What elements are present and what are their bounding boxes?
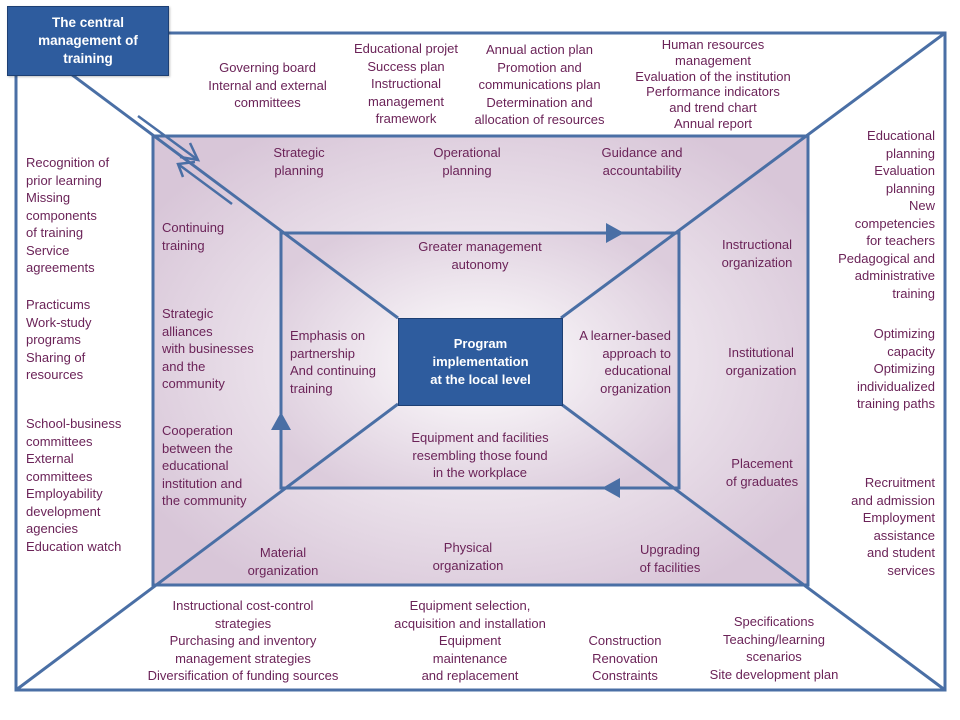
diagonal-bottom-left	[15, 402, 399, 692]
specifications-text: Specifications Teaching/learning scenari…	[709, 614, 839, 682]
diagonal-top-left	[15, 31, 399, 320]
center-box: Program implementation at the local leve…	[398, 318, 563, 406]
placement-label: Placement of graduates	[725, 456, 799, 489]
arrow-left-icon	[602, 478, 620, 498]
arrow-right-icon	[606, 223, 624, 243]
continuing-training-label: Continuing training	[162, 220, 225, 253]
strategic-planning-label: Strategic planning	[273, 145, 325, 178]
title-box: The central management of training	[7, 6, 169, 76]
learner-approach-label: A learner-based approach to educational …	[579, 328, 671, 396]
governing-board-text: Governing board Internal and external co…	[208, 60, 327, 110]
upgrading-facilities-label: Upgrading of facilities	[639, 542, 701, 575]
operational-planning-label: Operational planning	[433, 145, 501, 178]
human-resources-text: Human resources management Evaluation of…	[635, 37, 791, 131]
instructional-organization-label: Instructional organization	[721, 237, 793, 270]
partnership-label: Emphasis on partnership And continuing t…	[290, 328, 377, 396]
cost-control-text: Instructional cost-control strategies Pu…	[147, 598, 339, 683]
institutional-organization-label: Institutional organization	[725, 345, 797, 378]
construction-text: Construction Renovation Constraints	[588, 633, 662, 683]
material-organization-label: Material organization	[247, 545, 319, 578]
recruitment-text: Recruitment and admission Employment ass…	[851, 475, 935, 578]
cooperation-label: Cooperation between the educational inst…	[162, 423, 247, 508]
guidance-label: Guidance and accountability	[601, 145, 683, 178]
management-autonomy-label: Greater management autonomy	[418, 239, 542, 272]
recognition-text: Recognition of prior learning Missing co…	[26, 155, 110, 275]
strategic-alliances-label: Strategic alliances with businesses and …	[162, 306, 254, 391]
educational-planning-text: Educational planning Evaluation planning…	[838, 128, 935, 301]
equipment-selection-text: Equipment selection, acquisition and ins…	[394, 598, 546, 683]
practicums-text: Practicums Work-study programs Sharing o…	[26, 297, 92, 382]
physical-organization-label: Physical organization	[432, 540, 504, 573]
diagonal-top-right	[560, 31, 946, 320]
arrow-up-icon	[271, 412, 291, 430]
equipment-facilities-label: Equipment and facilities resembling thos…	[411, 430, 549, 480]
diagonal-bottom-right	[560, 402, 946, 692]
educational-project-text: Educational projet Success plan Instruct…	[353, 41, 459, 126]
action-plan-text: Annual action plan Promotion and communi…	[474, 42, 605, 127]
optimizing-text: Optimizing capacity Optimizing individua…	[856, 326, 935, 411]
two-way-arrow-icon	[137, 114, 233, 206]
school-business-text: School-business committees External comm…	[26, 416, 122, 554]
